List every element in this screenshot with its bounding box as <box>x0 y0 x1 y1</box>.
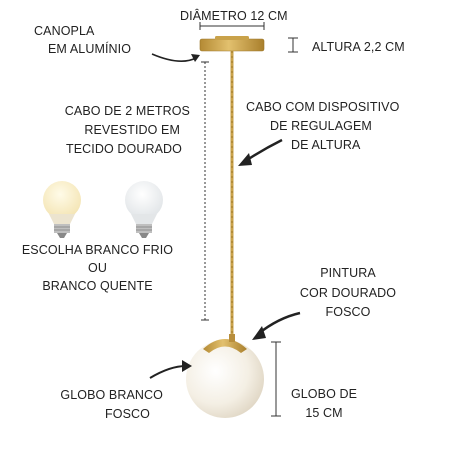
lightbulb-cold-icon <box>125 181 163 238</box>
bulb-label-line3: BRANCO QUENTE <box>42 279 153 293</box>
globe-size-dimension-line <box>271 341 281 417</box>
arrow-adjust-icon <box>238 138 283 166</box>
height-dimension-line <box>288 37 298 53</box>
adjust-label-line3: DE ALTURA <box>291 138 361 152</box>
canopy <box>199 36 265 52</box>
cable-label-line2: REVESTIDO EM <box>84 123 180 137</box>
diameter-label: DIÂMETRO 12 CM <box>180 9 288 23</box>
bulb-label-line1: ESCOLHA BRANCO FRIO <box>21 243 174 257</box>
paint-label-line1: PINTURA <box>320 266 376 280</box>
globe-label-line1: GLOBO BRANCO <box>60 388 163 402</box>
height-label: ALTURA 2,2 CM <box>312 40 405 54</box>
canopy-label-line2: EM ALUMÍNIO <box>48 42 132 56</box>
cable-length-ticks <box>201 61 209 321</box>
arrow-canopy-icon <box>151 53 200 62</box>
cable-label-line3: TECIDO DOURADO <box>66 142 182 156</box>
diameter-dimension-line <box>199 22 265 30</box>
arrow-paint-icon <box>252 311 301 340</box>
paint-label-line3: FOSCO <box>325 305 371 319</box>
bulb-label-line2: OU <box>88 261 107 275</box>
adjust-label-line1: CABO COM DISPOSITIVO <box>246 100 400 114</box>
cable-label-line1: CABO DE 2 METROS <box>64 104 190 118</box>
adjust-label-line2: DE REGULAGEM <box>270 119 372 133</box>
lightbulb-warm-icon <box>43 181 81 238</box>
canopy-label-line1: CANOPLA <box>34 24 95 38</box>
paint-label-line2: COR DOURADO <box>299 286 397 300</box>
globe-lamp <box>186 334 264 418</box>
arrow-globe-icon <box>149 360 192 379</box>
globe-label-line2: FOSCO <box>105 407 150 421</box>
size-label-line1: GLOBO DE <box>290 387 358 401</box>
size-label-line2: 15 CM <box>305 406 343 420</box>
